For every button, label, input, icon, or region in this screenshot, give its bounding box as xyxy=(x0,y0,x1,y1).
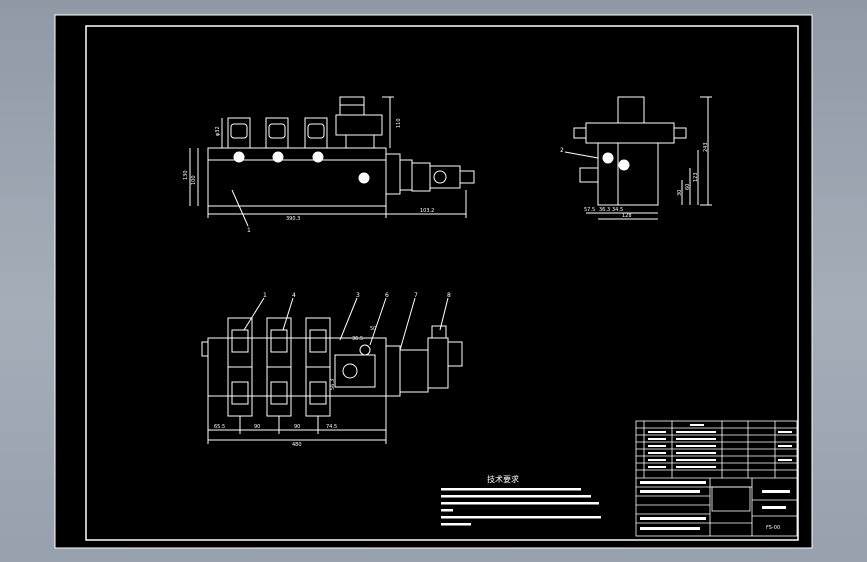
side-dim-w-total: 128 xyxy=(622,213,632,219)
title-block xyxy=(635,420,798,537)
drawing-border xyxy=(85,25,799,541)
side-dim-h4: 30 xyxy=(677,190,683,196)
title-block-text xyxy=(640,424,792,530)
top-balloon-b: 4 xyxy=(292,292,296,299)
top-dim-seg4: 74.5 xyxy=(326,424,337,430)
top-dim-seg2: 90 xyxy=(254,424,260,430)
side-balloon-2: 2 xyxy=(560,147,564,154)
side-dim-h3: 60 xyxy=(685,184,691,190)
top-dim-small1: 50 xyxy=(370,326,376,332)
top-dim-small3: 56.3 xyxy=(330,379,336,390)
front-dim-d4: 110 xyxy=(396,118,402,128)
top-balloon-c: 3 xyxy=(356,292,360,299)
top-balloon-d: 6 xyxy=(385,292,389,299)
side-dim-h2: 123 xyxy=(693,172,699,182)
side-dim-w3: 34.5 xyxy=(612,207,623,213)
notes-lines xyxy=(441,488,601,526)
front-dim-right-length: 103.2 xyxy=(420,208,434,214)
top-dim-seg3: 90 xyxy=(294,424,300,430)
side-view xyxy=(564,96,712,220)
top-balloon-a: 1 xyxy=(263,292,267,299)
front-dim-d2: 100 xyxy=(191,175,197,185)
front-dim-d1: 130 xyxy=(183,170,189,180)
top-view xyxy=(201,297,463,444)
front-balloon-1: 1 xyxy=(247,227,251,234)
drawing-sheet xyxy=(54,14,813,549)
side-dim-h1: 243 xyxy=(703,142,709,152)
notes-title: 技术要求 xyxy=(487,474,519,484)
top-dim-seg1: 65.5 xyxy=(214,424,225,430)
top-dim-total: 480 xyxy=(292,442,302,448)
top-balloon-f: 8 xyxy=(447,292,451,299)
top-dim-small2: 36.5 xyxy=(352,336,363,342)
side-dim-w2: 36.3 xyxy=(599,207,610,213)
front-dim-overall-length: 390.3 xyxy=(286,216,300,222)
front-dim-d3: φ32 xyxy=(215,126,221,136)
drawing-number: FS-00 xyxy=(766,525,780,531)
side-dim-w1: 57.5 xyxy=(584,207,595,213)
top-balloon-e: 7 xyxy=(414,292,418,299)
front-view xyxy=(189,96,475,227)
